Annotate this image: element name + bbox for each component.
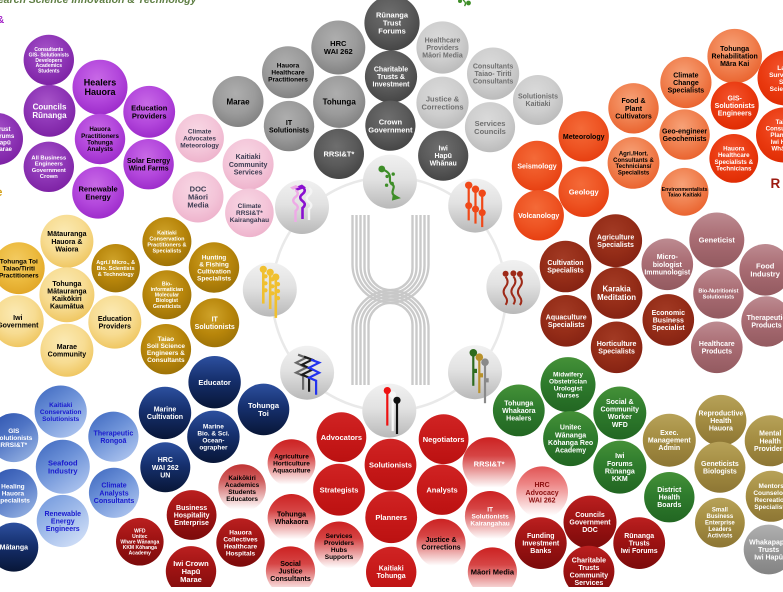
svg-text:Analysts: Analysts — [426, 485, 457, 494]
svg-text:Mātanga: Mātanga — [0, 545, 28, 552]
svg-text:RRSI&T*: RRSI&T* — [474, 459, 505, 468]
svg-text:Māori Media: Māori Media — [471, 568, 515, 577]
svg-text:Geology: Geology — [569, 187, 600, 196]
svg-text:Agri./ Micro., &Bio. Scientist: Agri./ Micro., &Bio. Scientists& Technol… — [96, 260, 135, 278]
svg-text:Strategists: Strategists — [320, 485, 359, 494]
svg-text:Seismology: Seismology — [517, 163, 556, 170]
svg-text:Negotiators: Negotiators — [423, 435, 465, 444]
svg-text:Tohunga: Tohunga — [323, 98, 357, 107]
svg-text:Marae: Marae — [226, 97, 250, 106]
svg-text:Advocators: Advocators — [321, 433, 362, 442]
svg-text:e: e — [0, 187, 2, 199]
svg-text:Justice &Corrections: Justice &Corrections — [421, 537, 460, 552]
svg-text:R: R — [771, 176, 781, 191]
svg-text:search Science Innovation & Te: search Science Innovation & Technology — [0, 0, 198, 6]
svg-text:Geneticist: Geneticist — [699, 236, 736, 245]
svg-text:Justice &Corrections: Justice &Corrections — [421, 94, 463, 111]
svg-text:&: & — [0, 15, 4, 26]
svg-text:RRSI&T*: RRSI&T* — [323, 150, 354, 159]
svg-text:Volcanology: Volcanology — [518, 213, 559, 220]
svg-text:Meteorology: Meteorology — [563, 134, 605, 141]
svg-text:Solutionists: Solutionists — [369, 460, 412, 469]
svg-text:Planners: Planners — [375, 513, 407, 522]
svg-text:Educator: Educator — [198, 378, 231, 387]
svg-text:MentorsCounselorsRecreationSpe: MentorsCounselorsRecreationSpecialists — [753, 483, 783, 511]
